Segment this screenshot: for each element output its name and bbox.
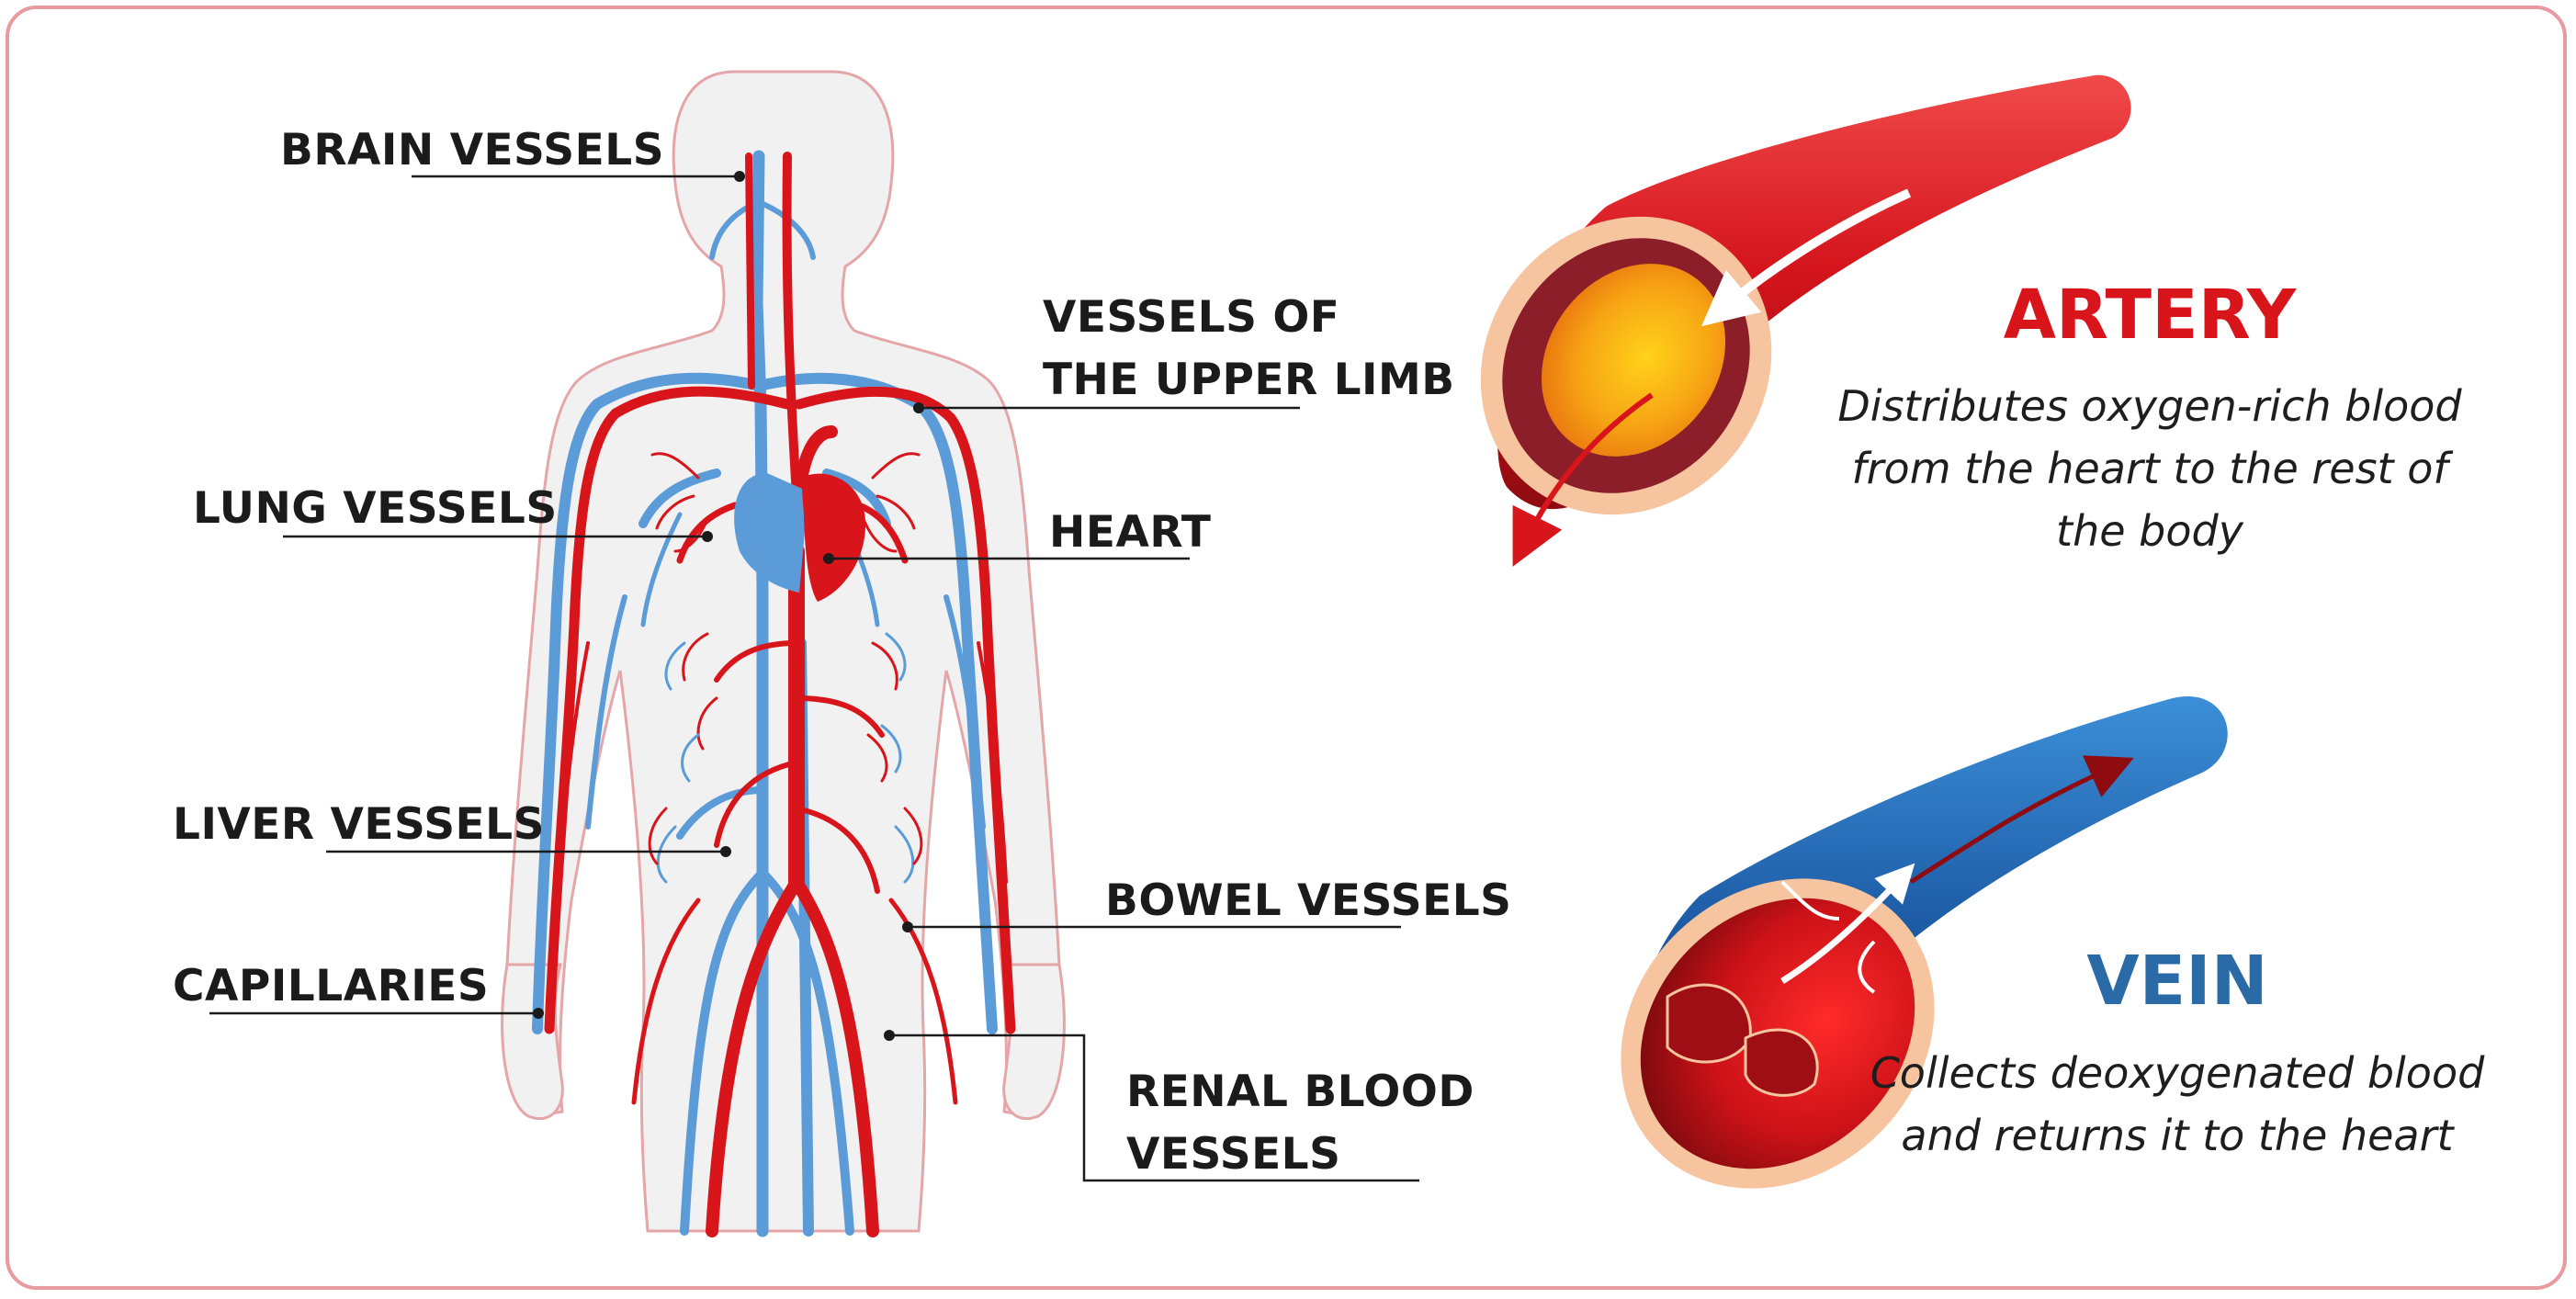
artery-desc-line3: the body [2056,506,2243,556]
label-upper-limb-line2: THE UPPER LIMB [1043,355,1455,405]
capillary-branches [648,452,923,884]
vein-illustration [1621,696,2228,1189]
diagram-frame [6,6,2567,1290]
body-silhouette [501,70,1066,1233]
artery-title: ARTERY [2003,276,2297,355]
leader-dots [533,171,924,1041]
label-lung-vessels: LUNG VESSELS [193,483,558,534]
vein-title: VEIN [2086,942,2268,1021]
label-renal-line1: RENAL BLOOD [1126,1067,1474,1117]
artery-description: Distributes oxygen-rich blood from the h… [1764,375,2536,562]
label-heart: HEART [1049,507,1212,558]
vein-desc-line2: and returns it to the heart [1901,1111,2454,1160]
vein-desc-line1: Collects deoxygenated blood [1870,1048,2485,1098]
label-upper-limb-line1: VESSELS OF [1043,292,1340,343]
label-bowel-vessels: BOWEL VESSELS [1105,875,1512,926]
vein-description: Collects deoxygenated blood and returns … [1764,1042,2576,1167]
label-brain-vessels: BRAIN VESSELS [280,125,665,175]
artery-illustration [1480,74,2131,567]
artery-desc-line1: Distributes oxygen-rich blood [1837,381,2462,431]
label-renal-line2: VESSELS [1126,1129,1341,1180]
leader-lines [209,175,1419,1182]
heart-shape [734,473,866,602]
label-capillaries: CAPILLARIES [173,961,490,1011]
label-liver-vessels: LIVER VESSELS [173,799,545,850]
artery-desc-line2: from the heart to the rest of [1851,444,2448,493]
